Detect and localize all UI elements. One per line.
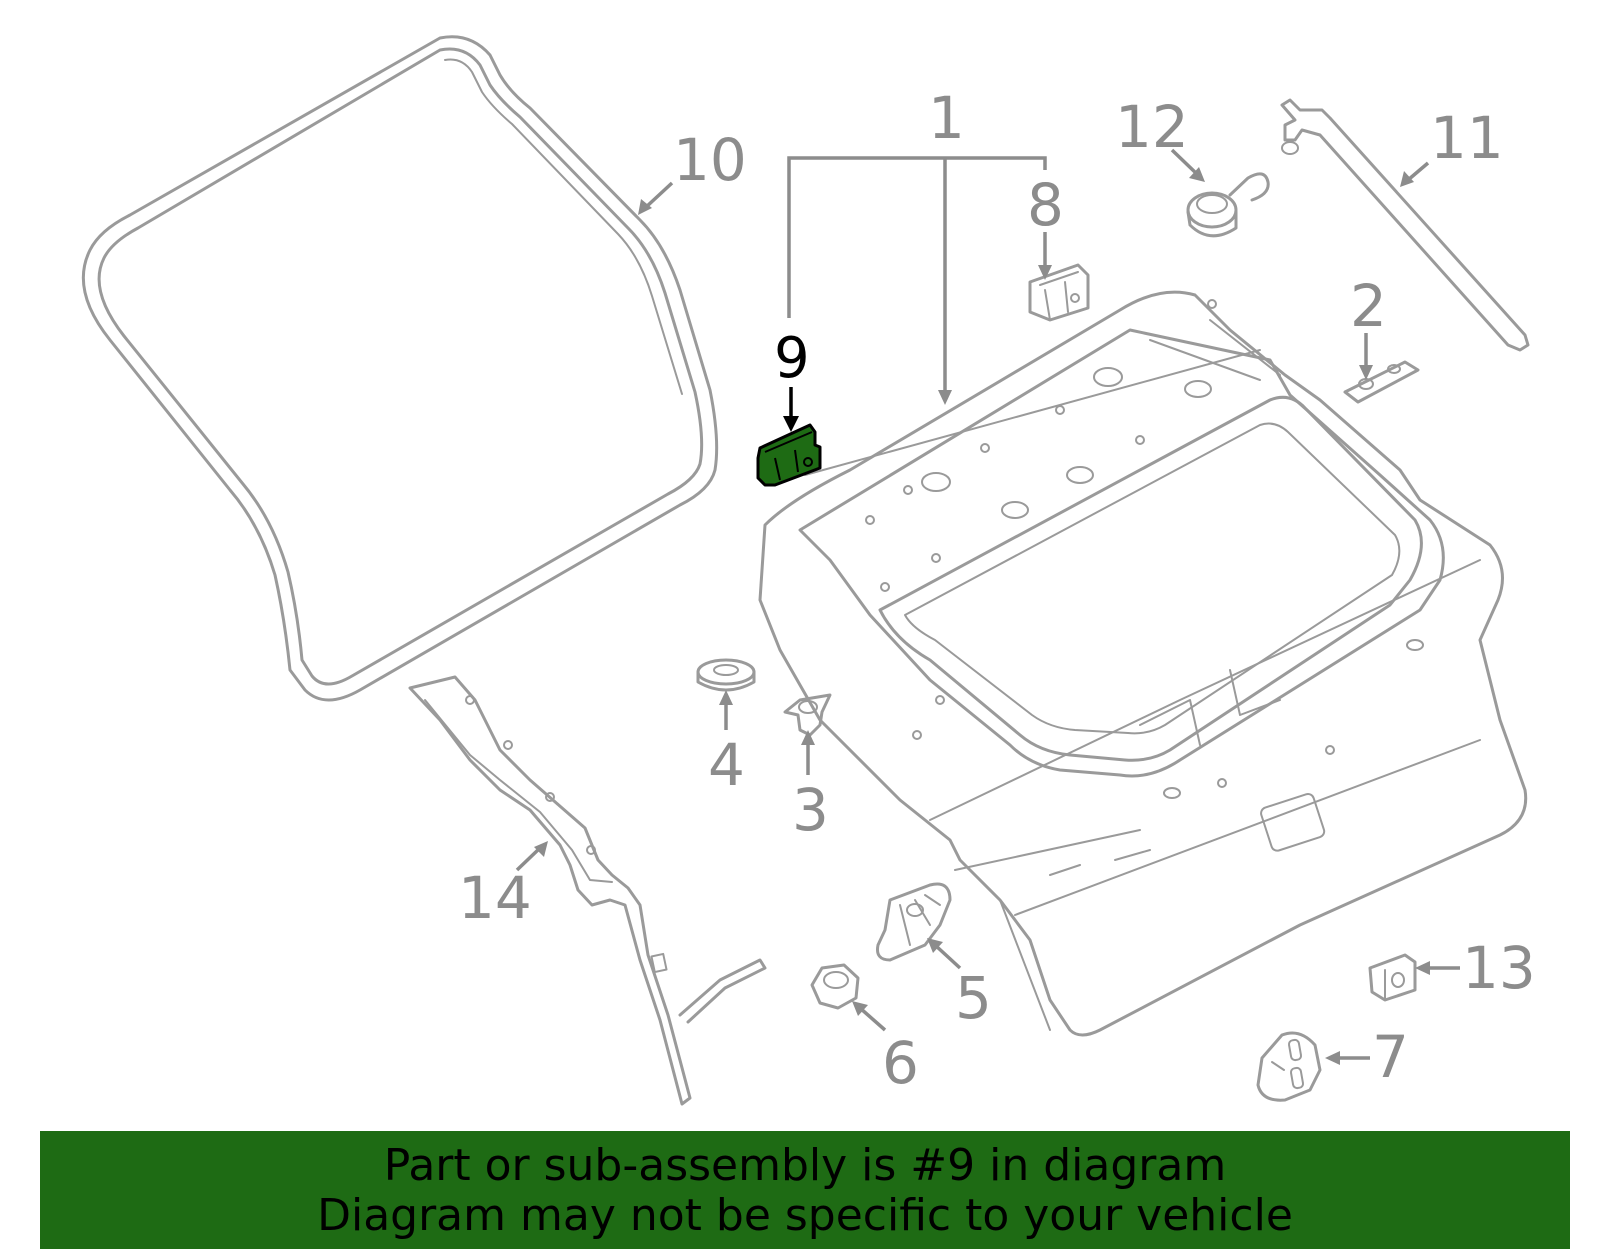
- callout-9: 9: [774, 326, 810, 391]
- callout-11: 11: [1430, 104, 1504, 172]
- leader-lines: [515, 148, 1460, 1065]
- callout-4: 4: [708, 731, 745, 799]
- callout-5: 5: [955, 964, 992, 1032]
- banner-line-1: Part or sub-assembly is #9 in diagram: [383, 1140, 1227, 1191]
- callout-3: 3: [792, 776, 829, 844]
- callout-1: 1: [928, 84, 965, 152]
- part-13-clip: [1368, 953, 1417, 1002]
- callout-12: 12: [1115, 93, 1189, 161]
- callout-14: 14: [458, 864, 532, 932]
- callout-6: 6: [882, 1029, 919, 1097]
- part-11-strut: [1280, 98, 1530, 352]
- callout-2: 2: [1350, 272, 1387, 340]
- callout-8: 8: [1027, 171, 1064, 239]
- part-9-highlighted: [756, 423, 822, 487]
- part-8-bracket: [1028, 263, 1090, 322]
- part-10-weatherstrip: [81, 35, 719, 702]
- part-1-liftgate: [758, 290, 1528, 1037]
- part-14-bracket: [408, 675, 767, 1106]
- callout-7: 7: [1372, 1023, 1409, 1091]
- part-2-clip: [1343, 360, 1420, 404]
- part-3-clip: [783, 693, 832, 737]
- callout-labels: 1 2 3 4 5 6 7 8 9 10 11 12 13 14: [458, 84, 1536, 1097]
- callout-13: 13: [1462, 934, 1536, 1002]
- part-12-bumper: [1186, 172, 1270, 238]
- part-5-striker: [876, 882, 952, 962]
- part-7-bumper: [1256, 1031, 1322, 1102]
- part-4-grommet: [696, 658, 756, 692]
- part-6-nut: [810, 963, 860, 1010]
- info-banner: Part or sub-assembly is #9 in diagram Di…: [40, 1131, 1570, 1249]
- banner-line-2: Diagram may not be specific to your vehi…: [317, 1190, 1293, 1241]
- callout-10: 10: [673, 126, 747, 194]
